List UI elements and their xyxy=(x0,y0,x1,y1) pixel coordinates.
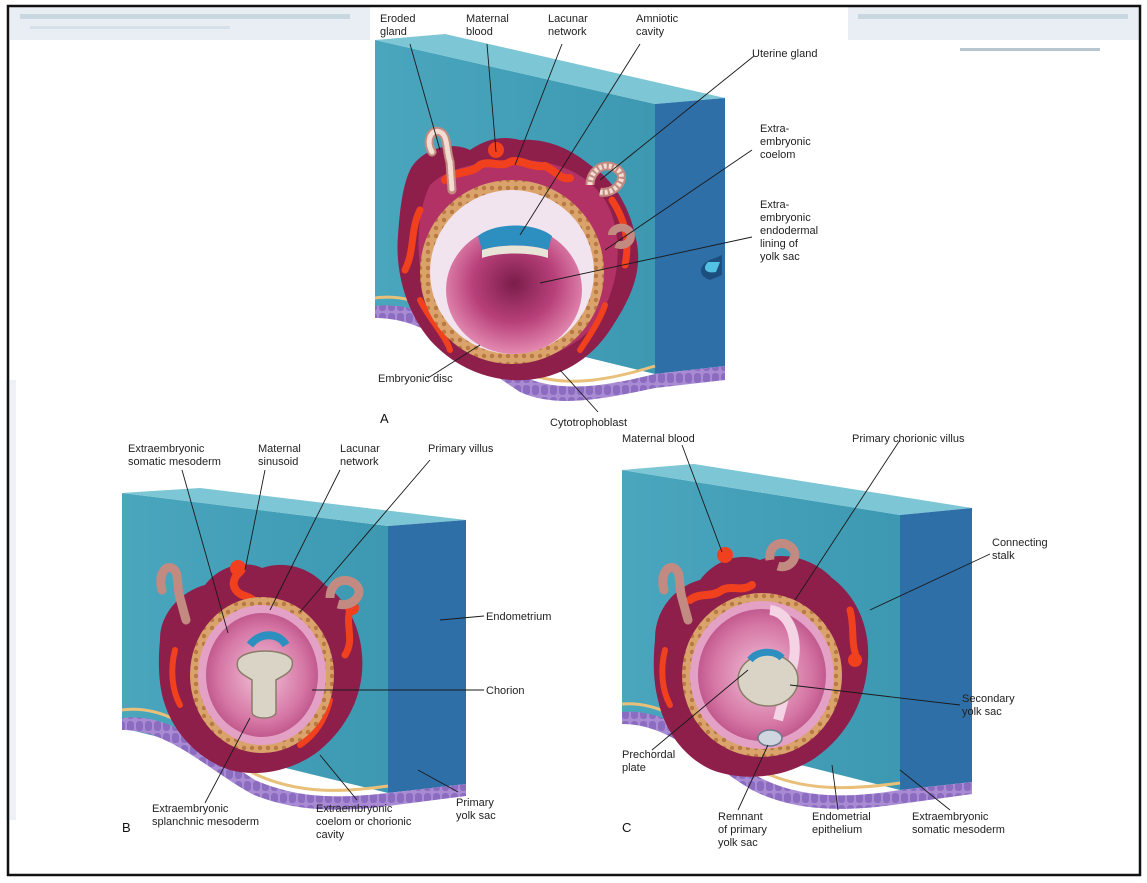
label-chorion: Chorion xyxy=(486,685,525,697)
panel-letter-a: A xyxy=(380,411,389,426)
panel-letter-c: C xyxy=(622,820,631,835)
label-cytotrophoblast: Cytotrophoblast xyxy=(550,417,627,429)
label-primary-villus: Primary villus xyxy=(428,443,494,455)
label-uterine-gland: Uterine gland xyxy=(752,48,817,60)
label-endometrium: Endometrium xyxy=(486,611,551,623)
label-embryonic-disc: Embryonic disc xyxy=(378,373,453,385)
label-maternal-blood-c: Maternal blood xyxy=(622,433,695,445)
panel-letter-b: B xyxy=(122,820,131,835)
label-primary-chorionic-villus: Primary chorionic villus xyxy=(852,433,965,445)
